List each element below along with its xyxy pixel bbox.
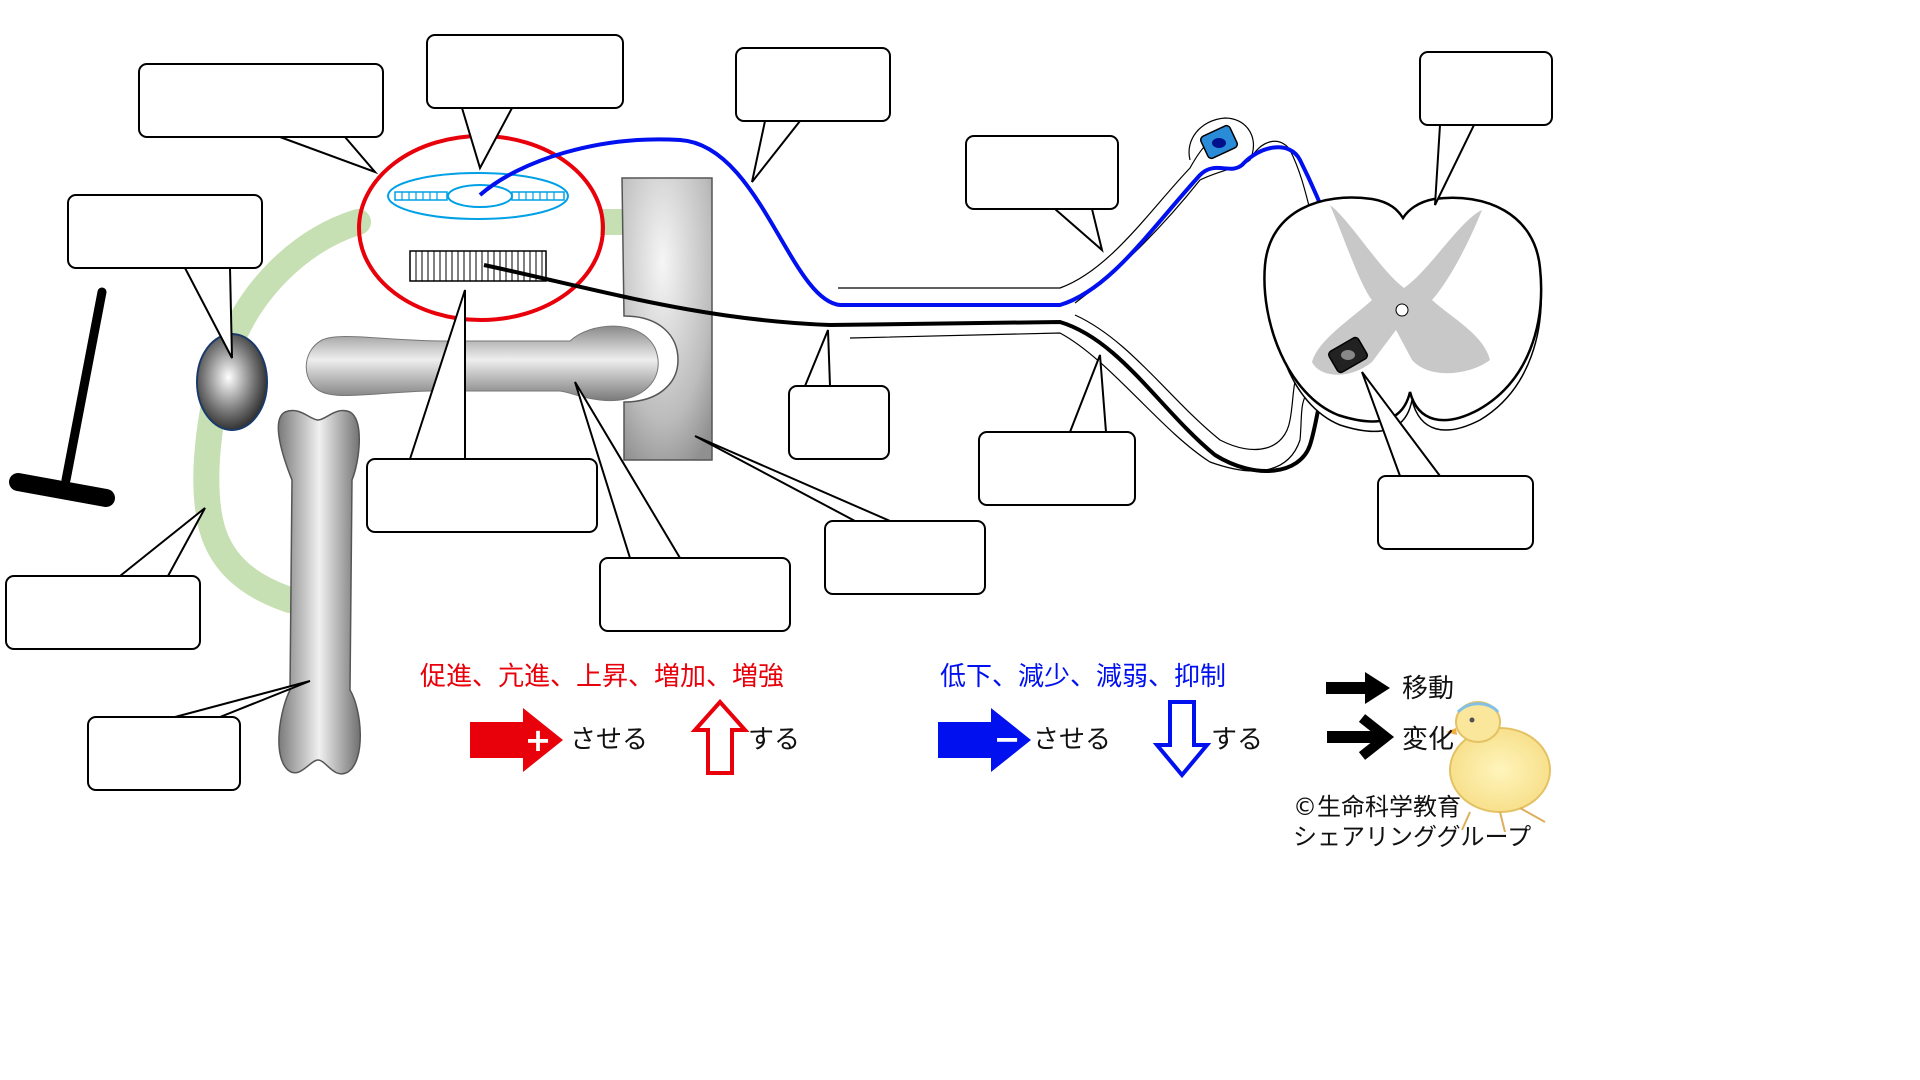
- callout-box-2: [426, 34, 624, 109]
- joint-block: [621, 177, 713, 461]
- decrease-self-label: する: [1211, 725, 1264, 755]
- callout-box-11: [824, 520, 986, 595]
- credit-block: ©生命科学教育 シェアリンググループ: [1293, 792, 1531, 852]
- credit-line-2: シェアリンググループ: [1293, 823, 1532, 851]
- credit-line-1: ©生命科学教育: [1293, 793, 1461, 821]
- move-label: 移動: [1402, 674, 1455, 704]
- reflex-diagram: + −: [5, 34, 1553, 833]
- callout-box-13: [599, 557, 791, 632]
- extrafusal-fiber: [409, 250, 547, 282]
- callout-box-1: [138, 63, 384, 138]
- decrease-terms-label: 低下、減少、減弱、抑制: [940, 662, 1227, 692]
- decrease-self-arrow: [1152, 700, 1212, 779]
- decrease-cause-label: させる: [1033, 725, 1112, 755]
- gray-matter: [1312, 205, 1490, 375]
- callout-box-3: [735, 47, 891, 122]
- callout-box-7: [788, 385, 890, 460]
- diagram-stage: + −: [5, 34, 1553, 833]
- move-arrow-icon: [1326, 672, 1390, 704]
- callout-box-12: [5, 575, 201, 650]
- callout-box-14: [87, 716, 241, 791]
- tibia-bone: [277, 409, 361, 775]
- increase-self-label: する: [748, 725, 801, 755]
- callout-pointers: [117, 107, 1476, 718]
- increase-terms-label: 促進、亢進、上昇、増加、増強: [420, 662, 785, 692]
- efferent-nerve-blue: [478, 137, 1366, 339]
- change-arrow-icon: [1327, 714, 1395, 760]
- spinal-cord: [1263, 196, 1543, 433]
- callout-box-8: [978, 431, 1136, 506]
- callout-box-10: [366, 458, 598, 533]
- plus-symbol: +: [525, 721, 552, 759]
- reflex-hammer: [9, 287, 115, 507]
- callout-box-9: [1377, 475, 1534, 550]
- callout-box-6: [67, 194, 263, 269]
- tendon: [193, 209, 371, 613]
- central-canal: [1395, 303, 1409, 317]
- motor-neuron: [1327, 336, 1369, 374]
- increase-cause-label: させる: [570, 725, 649, 755]
- duck-mascot-icon: [1446, 701, 1551, 833]
- minus-symbol: −: [994, 720, 1021, 758]
- change-label: 変化: [1402, 725, 1455, 755]
- callout-boxes: [5, 34, 1553, 791]
- ganglion-cell: [1199, 124, 1239, 160]
- callout-box-4: [965, 135, 1119, 210]
- increase-cause-arrow: +: [470, 708, 563, 772]
- callout-box-5: [1419, 51, 1553, 126]
- afferent-nerve-black: [483, 263, 1347, 473]
- intrafusal-fiber: [387, 172, 569, 220]
- femur-bone: [305, 325, 659, 402]
- decrease-cause-arrow: −: [938, 708, 1031, 772]
- increase-self-arrow: [690, 698, 750, 775]
